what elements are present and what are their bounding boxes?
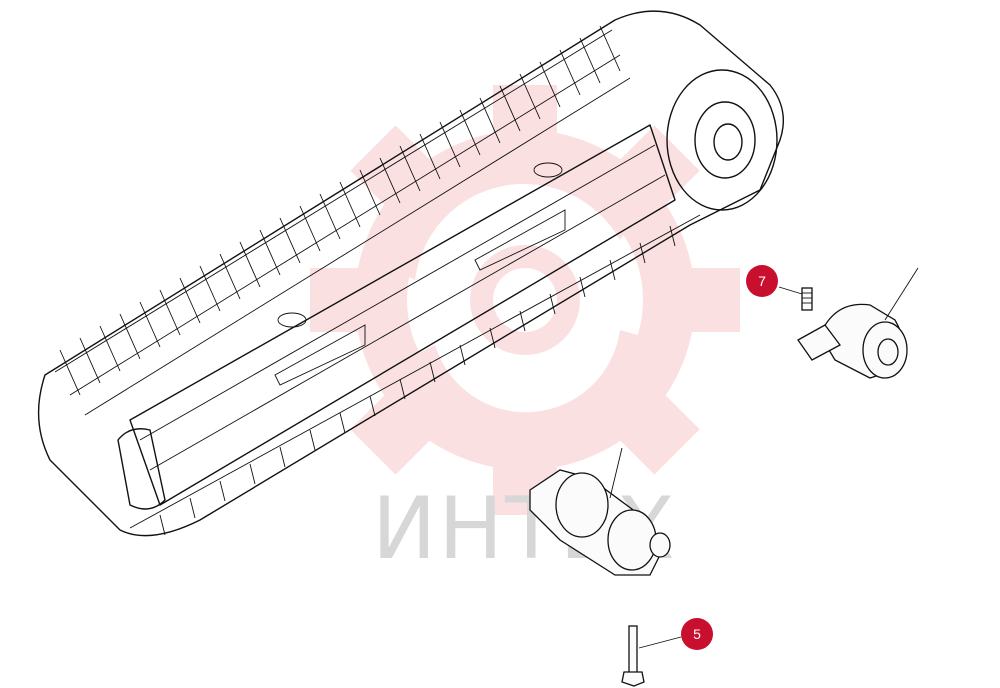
- callout-5[interactable]: 5: [638, 618, 713, 650]
- track-assembly: [37, 10, 784, 537]
- bolt-part-5: [621, 625, 645, 687]
- track-shoes-lower: [129, 214, 701, 536]
- drive-sprocket: [666, 69, 778, 211]
- track-frame: [117, 124, 676, 510]
- callout-7-badge[interactable]: [746, 265, 778, 297]
- watermark-gear: [310, 85, 740, 515]
- upper-roller-part: [797, 267, 919, 379]
- callout-7-label: 7: [758, 273, 766, 289]
- track-shoes-upper: [54, 25, 631, 416]
- callout-5-label: 5: [693, 626, 701, 642]
- callout-7[interactable]: 7: [746, 265, 803, 297]
- lower-roller-part: [529, 447, 671, 576]
- bolt-part-7: [801, 287, 813, 311]
- callout-5-badge[interactable]: [681, 618, 713, 650]
- watermark-logo: [310, 85, 740, 515]
